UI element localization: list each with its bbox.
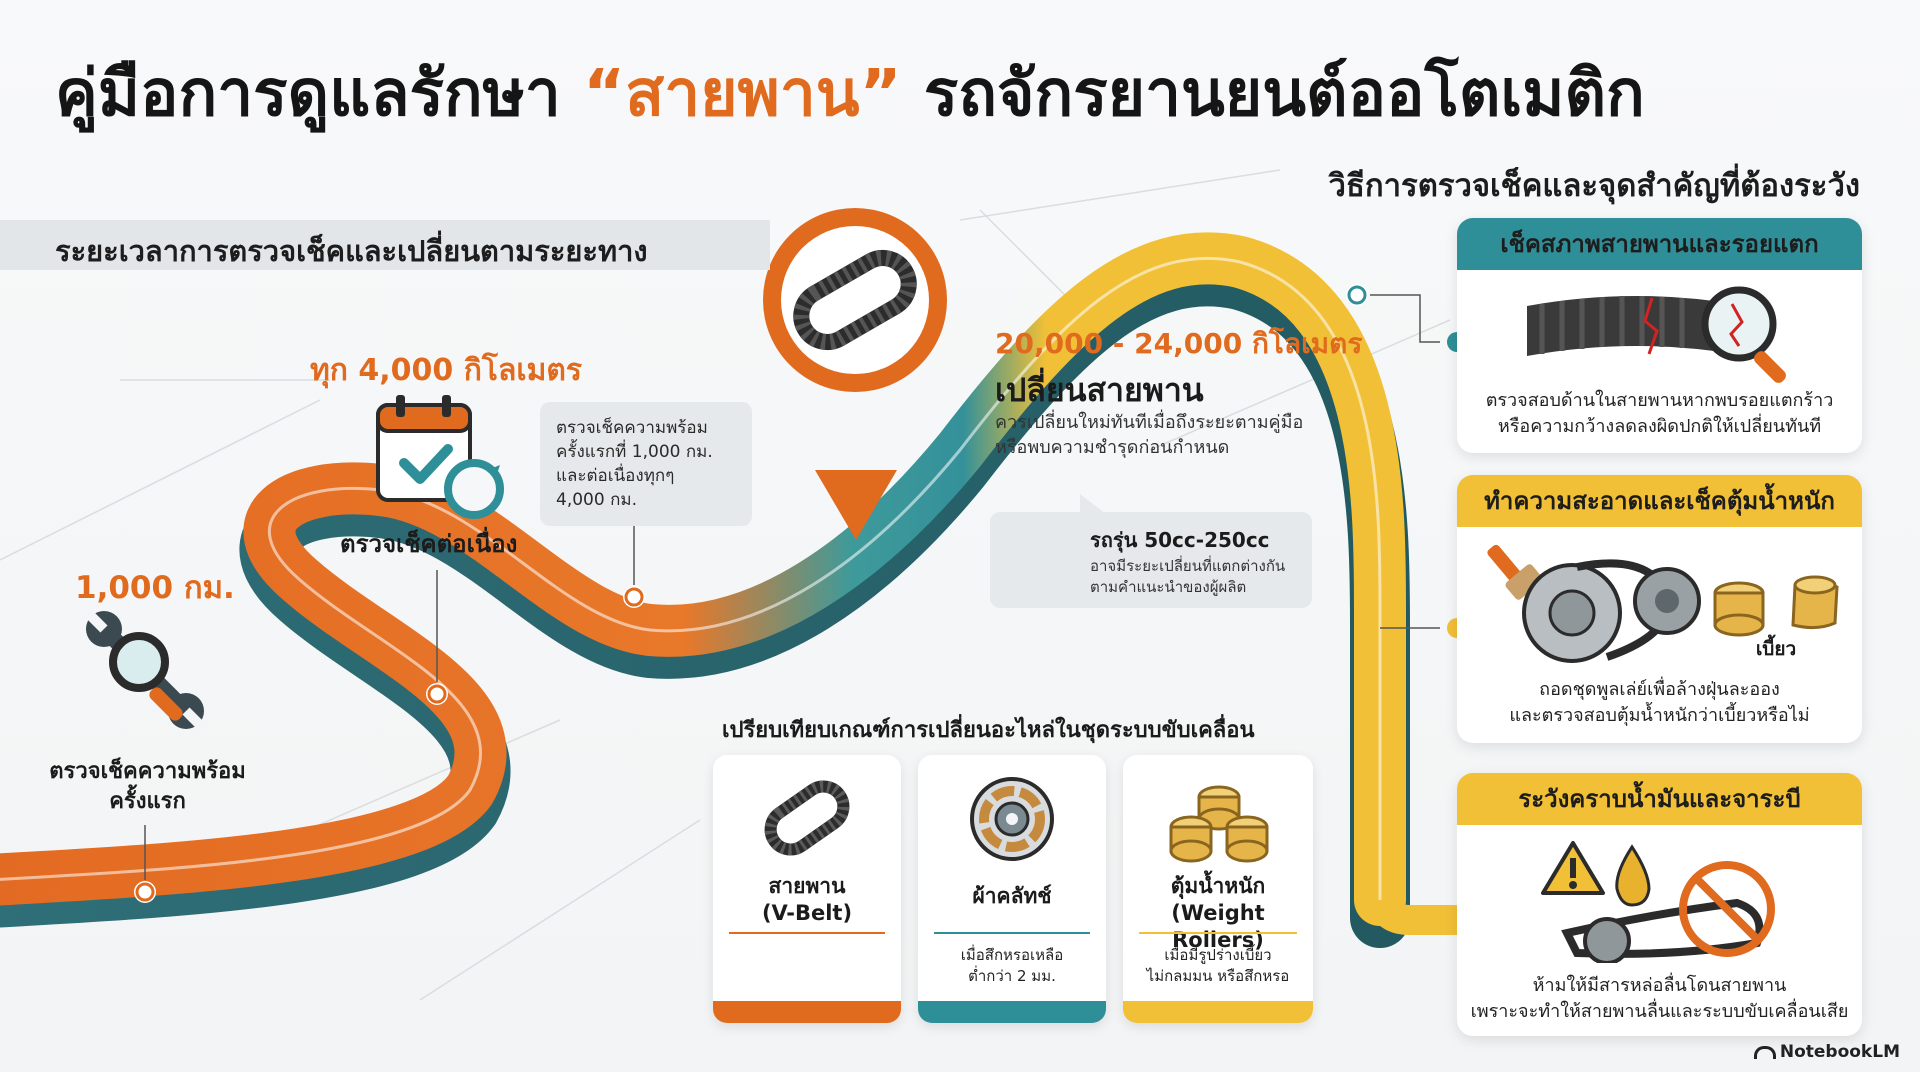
notebooklm-icon	[1753, 1045, 1776, 1059]
weight-rollers-icon	[1169, 785, 1269, 863]
replace-title: เปลี่ยนสายพาน	[995, 371, 1204, 409]
interval-label: ตรวจเช็คต่อเนื่อง	[340, 530, 518, 558]
model-note-pointer	[1080, 494, 1106, 514]
compare-criteria-clutch: เมื่อสึกหรอเหลือ ต่ำกว่า 2 มม.	[960, 946, 1064, 985]
comparison-title: เปรียบเทียบเกณฑ์การเปลี่ยนอะไหล่ในชุดระบ…	[722, 718, 1255, 743]
left-section-title: ระยะเวลาการตรวจเช็คและเปลี่ยนตามระยะทาง	[55, 234, 648, 268]
check-desc-rollers: ถอดชุดพูลเล่ย์เพื่อล้างฝุ่นละออง และตรวจ…	[1509, 679, 1810, 726]
left-section-bar	[0, 220, 770, 270]
check-title-rollers: ทำความสะอาดและเช็คตุ้มน้ำหนัก	[1457, 475, 1862, 527]
compare-name-vbelt: สายพาน (V-Belt)	[761, 874, 853, 925]
compare-foot-vbelt	[713, 1001, 901, 1023]
check-card-rollers: ทำความสะอาดและเช็คตุ้มน้ำหนัก เบี้ยว ถอด…	[1457, 475, 1862, 743]
calendar-check-icon	[376, 395, 504, 519]
check-card-belt: เช็คสภาพสายพานและรอยแตก ตรวจสอบด้านในสาย…	[1457, 218, 1862, 453]
compare-criteria-rollers: เมื่อมีรูปร่างเบี้ยว ไม่กลมมน หรือสึกหรอ	[1146, 946, 1290, 985]
compare-card-clutch: ผ้าคลัทช์ เมื่อสึกหรอเหลือ ต่ำกว่า 2 มม.	[918, 755, 1106, 1023]
compare-name-clutch: ผ้าคลัทช์	[972, 884, 1052, 908]
replace-desc: ควรเปลี่ยนใหม่ทันทีเมื่อถึงระยะตามคู่มือ…	[995, 412, 1304, 458]
page-title: คู่มือการดูแลรักษา “สายพาน” รถจักรยานยนต…	[55, 57, 1645, 131]
pulley-brush-icon	[1487, 544, 1839, 663]
wrench-magnifier-icon	[84, 609, 206, 731]
oil-warning-icon	[1541, 841, 1775, 963]
first-check-label: ตรวจเช็คความพร้อม ครั้งแรก	[49, 759, 246, 814]
check-desc-oil: ห้ามให้มีสารหล่อลื่นโดนสายพาน เพราะจะทำใ…	[1470, 975, 1849, 1022]
compare-rule-vbelt	[729, 932, 885, 934]
model-note-desc: อาจมีระยะเปลี่ยนที่แตกต่างกัน ตามคำแนะนำ…	[1090, 557, 1286, 596]
compare-rule-clutch	[934, 932, 1090, 934]
compare-rule-rollers	[1139, 932, 1297, 934]
footer-text: NotebookLM	[1779, 1042, 1900, 1062]
interval-km: ทุก 4,000 กิโลเมตร	[310, 353, 583, 388]
compare-card-rollers: ตุ้มน้ำหนัก (Weight Rollers) เมื่อมีรูปร…	[1123, 755, 1313, 1023]
check-desc-belt: ตรวจสอบด้านในสายพานหากพบรอยแตกร้าว หรือค…	[1485, 390, 1834, 437]
cracked-belt-magnifier-icon	[1527, 286, 1786, 383]
footer-logo: NotebookLM	[1753, 1042, 1900, 1062]
compare-name-rollers: ตุ้มน้ำหนัก (Weight Rollers)	[1170, 874, 1266, 952]
check-extra-skewed: เบี้ยว	[1755, 638, 1797, 660]
check-title-oil: ระวังคราบน้ำมันและจาระบี	[1457, 773, 1862, 825]
check-card-oil: ระวังคราบน้ำมันและจาระบี ห้ามให้มีสารหล่…	[1457, 773, 1862, 1036]
v-belt-icon	[764, 780, 850, 856]
replace-km: 20,000 - 24,000 กิโลเมตร	[995, 327, 1363, 360]
compare-foot-clutch	[918, 1001, 1106, 1023]
belt-pin-icon	[763, 208, 947, 540]
first-check-km: 1,000 กม.	[75, 570, 235, 606]
compare-foot-rollers	[1123, 1001, 1313, 1023]
model-note-box	[990, 512, 1312, 608]
right-section-title: วิธีการตรวจเช็คและจุดสำคัญที่ต้องระวัง	[1328, 168, 1860, 204]
compare-card-vbelt: สายพาน (V-Belt)	[713, 755, 901, 1023]
clutch-shoe-icon	[970, 777, 1054, 861]
interval-note: ตรวจเช็คความพร้อม ครั้งแรกที่ 1,000 กม. …	[540, 402, 752, 526]
model-note-title: รถรุ่น 50cc-250cc	[1090, 528, 1270, 552]
check-title-belt: เช็คสภาพสายพานและรอยแตก	[1457, 218, 1862, 270]
